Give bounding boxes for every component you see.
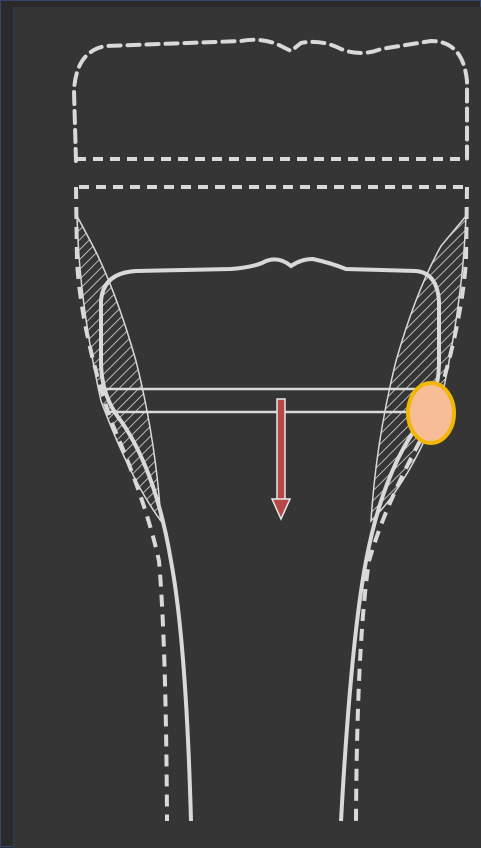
solid-bone-outline xyxy=(101,259,439,821)
marker-circle xyxy=(408,383,454,443)
down-arrow-icon xyxy=(272,399,290,519)
hatched-region-right xyxy=(371,216,466,521)
dashed-epiphysis-outline xyxy=(74,40,467,161)
